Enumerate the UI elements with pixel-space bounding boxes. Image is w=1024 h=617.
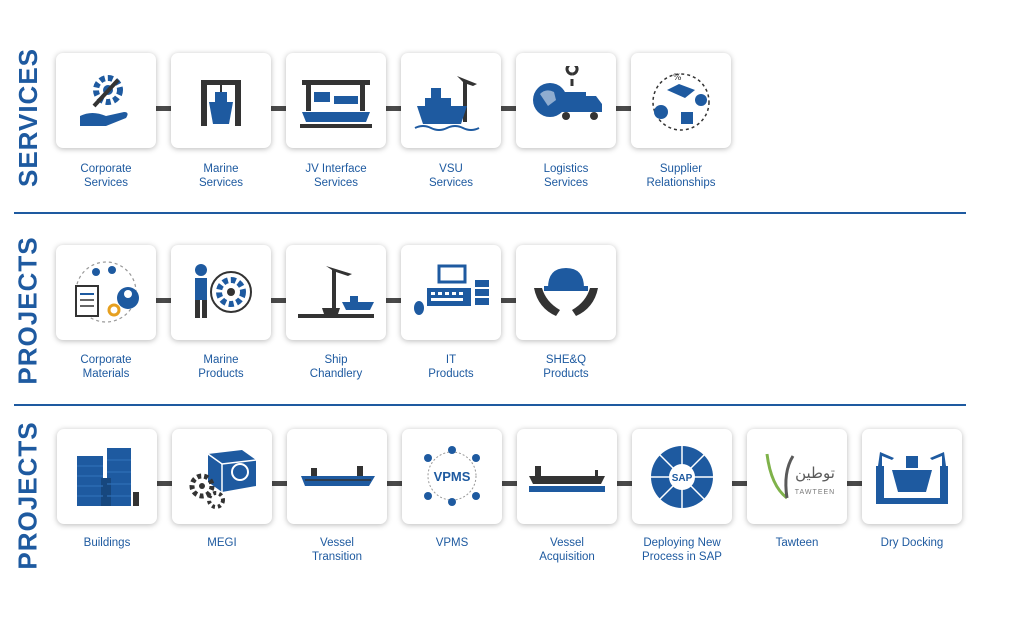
caption-vessel-acquisition: Vessel Acquisition bbox=[539, 537, 595, 563]
section-divider bbox=[14, 404, 966, 406]
tile-dry-docking[interactable] bbox=[862, 429, 962, 524]
caption-corporate-materials: Corporate Materials bbox=[80, 354, 132, 380]
tile-corporate-materials[interactable] bbox=[56, 245, 156, 340]
connector-line bbox=[105, 106, 685, 111]
tile-it-products[interactable] bbox=[401, 245, 501, 340]
tile-buildings[interactable] bbox=[57, 429, 157, 524]
tile-jv-interface-services[interactable] bbox=[286, 53, 386, 148]
engine-gears-icon bbox=[189, 449, 257, 509]
caption-deploying-sap: Deploying New Process in SAP bbox=[642, 537, 722, 563]
worker-gear-icon bbox=[195, 263, 252, 318]
svg-text:%: % bbox=[673, 73, 682, 83]
caption-vessel-transition: Vessel Transition bbox=[311, 537, 363, 563]
caption-it-products: IT Products bbox=[428, 354, 474, 380]
tile-sheq-products[interactable] bbox=[516, 245, 616, 340]
tile-marine-services[interactable] bbox=[171, 53, 271, 148]
port-terminal-icon bbox=[300, 79, 372, 128]
tile-ship-chandlery[interactable] bbox=[286, 245, 386, 340]
caption-vsu-services: VSU Services bbox=[428, 163, 474, 189]
vpms-icon-text: VPMS bbox=[434, 469, 471, 484]
sap-icon-text: SAP bbox=[672, 473, 693, 484]
tawteen-latin-text: TAWTEEN bbox=[795, 489, 835, 496]
caption-megi: MEGI bbox=[207, 537, 237, 549]
computer-server-icon bbox=[414, 264, 489, 315]
caption-jv-interface-services: JV Interface Services bbox=[305, 163, 367, 189]
tile-vessel-transition[interactable] bbox=[287, 429, 387, 524]
tile-supplier-relationships[interactable]: % bbox=[631, 53, 731, 148]
caption-sheq-products: SHE&Q Products bbox=[543, 354, 589, 380]
caption-vpms: VPMS bbox=[435, 537, 469, 549]
section-divider bbox=[14, 212, 966, 214]
tile-vpms[interactable]: VPMS bbox=[402, 429, 502, 524]
tile-megi[interactable] bbox=[172, 429, 272, 524]
crane-ship-icon bbox=[201, 79, 241, 126]
tawteen-arabic-text: توطين bbox=[795, 464, 835, 482]
tile-vsu-services[interactable] bbox=[401, 53, 501, 148]
dock-crane-icon bbox=[298, 265, 374, 318]
documents-people-icon bbox=[75, 260, 139, 323]
tanker-icon bbox=[301, 465, 375, 486]
connector-line bbox=[105, 481, 915, 486]
tile-vessel-acquisition[interactable] bbox=[517, 429, 617, 524]
caption-corporate-services: Corporate Services bbox=[80, 163, 132, 189]
tile-tawteen[interactable]: توطين TAWTEEN bbox=[747, 429, 847, 524]
tile-logistics-services[interactable] bbox=[516, 53, 616, 148]
drydock-icon bbox=[876, 451, 948, 504]
tile-corporate-services[interactable] bbox=[56, 53, 156, 148]
caption-supplier-relationships: Supplier Relationships bbox=[646, 163, 716, 189]
caption-marine-services: Marine Services bbox=[198, 163, 244, 189]
caption-logistics-services: Logistics Services bbox=[543, 163, 589, 189]
caption-dry-docking: Dry Docking bbox=[880, 537, 944, 549]
tile-deploying-sap[interactable]: SAP bbox=[632, 429, 732, 524]
ship-crane-icon bbox=[414, 75, 480, 131]
caption-tawteen: Tawteen bbox=[775, 537, 819, 549]
caption-buildings: Buildings bbox=[83, 537, 131, 549]
caption-marine-products: Marine Products bbox=[198, 354, 244, 380]
buildings-icon bbox=[77, 447, 139, 506]
caption-ship-chandlery: Ship Chandlery bbox=[309, 354, 363, 380]
helmet-hands-icon bbox=[534, 267, 598, 316]
supplier-cycle-icon: % bbox=[652, 73, 710, 131]
hand-gear-icon bbox=[80, 74, 128, 126]
tanker-sea-icon bbox=[529, 465, 605, 492]
truck-globe-icon bbox=[533, 65, 602, 120]
sap-wheel-icon: SAP bbox=[651, 445, 713, 508]
tawteen-logo-icon: توطين TAWTEEN bbox=[765, 453, 835, 499]
tile-marine-products[interactable] bbox=[171, 245, 271, 340]
vpms-network-icon: VPMS bbox=[424, 445, 480, 506]
